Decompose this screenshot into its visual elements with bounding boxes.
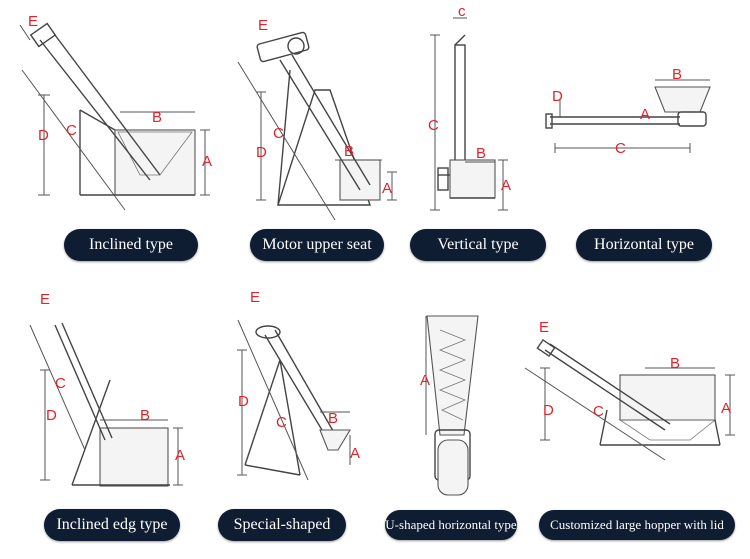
label-e: E bbox=[258, 17, 268, 34]
label-a: A bbox=[382, 180, 392, 197]
label-b: B bbox=[152, 109, 162, 126]
diagram-customized-large-hopper: E B D C A Customized large hopper with l… bbox=[524, 280, 750, 540]
label-e: E bbox=[250, 289, 260, 306]
diagram-motor-upper-seat: E B C D A Motor upper seat bbox=[220, 0, 410, 261]
label-d: D bbox=[38, 127, 49, 144]
label-e: E bbox=[40, 291, 50, 308]
label-c: C bbox=[66, 122, 77, 139]
label-e: E bbox=[539, 319, 549, 336]
label-c: C bbox=[276, 414, 287, 431]
caption-motor-upper-seat: Motor upper seat bbox=[250, 229, 384, 261]
diagram-vertical-type: c C B A Vertical type bbox=[410, 0, 560, 261]
label-a: A bbox=[420, 372, 430, 389]
label-a: A bbox=[175, 447, 185, 464]
label-a: A bbox=[501, 177, 511, 194]
label-c: C bbox=[428, 117, 439, 134]
vertical-type-drawing: c C B A bbox=[428, 3, 511, 211]
label-a: A bbox=[640, 106, 650, 123]
hopper-frame bbox=[114, 129, 196, 196]
caption-customized-large-hopper: Customized large hopper with lid bbox=[539, 510, 735, 540]
inclined-type-drawing: E B C D A bbox=[19, 13, 212, 211]
special-shaped-drawing: E D C B A bbox=[237, 289, 360, 481]
inclined-edg-type-drawing: E C D B A bbox=[29, 291, 185, 487]
horizontal-type-drawing: B D A C bbox=[545, 66, 711, 157]
u-shaped-horizontal-drawing: A bbox=[420, 315, 479, 496]
label-b: B bbox=[670, 355, 680, 372]
label-b: B bbox=[140, 407, 150, 424]
caption-u-shaped-horizontal-type: U-shaped horizontal type bbox=[385, 510, 517, 540]
label-d: D bbox=[552, 88, 563, 105]
label-e: E bbox=[28, 13, 38, 30]
label-c: C bbox=[55, 375, 66, 392]
label-b: B bbox=[476, 145, 486, 162]
diagram-special-shaped: E D C B A Special-shaped bbox=[210, 280, 390, 541]
label-a: A bbox=[350, 445, 360, 462]
label-d: D bbox=[238, 393, 249, 410]
label-a: A bbox=[202, 153, 212, 170]
label-d: D bbox=[256, 144, 267, 161]
label-c: C bbox=[273, 125, 284, 142]
large-hopper-drawing: E B D C A bbox=[524, 319, 735, 461]
diagram-inclined-edg-type: E C D B A Inclined edg type bbox=[0, 280, 210, 541]
caption-inclined-type: Inclined type bbox=[64, 229, 198, 261]
label-c-top: c bbox=[458, 3, 466, 20]
motor-upper-seat-drawing: E B C D A bbox=[237, 17, 397, 221]
caption-inclined-edg-type: Inclined edg type bbox=[44, 509, 180, 541]
caption-vertical-type: Vertical type bbox=[410, 229, 546, 261]
diagram-inclined-type: E B C D A Inclined type bbox=[0, 0, 220, 261]
label-a: A bbox=[721, 400, 731, 417]
diagram-u-shaped-horizontal-type: A U-shaped horizontal type bbox=[385, 280, 525, 540]
label-d: D bbox=[543, 402, 554, 419]
label-b: B bbox=[344, 143, 354, 160]
caption-horizontal-type: Horizontal type bbox=[576, 229, 712, 261]
label-c: C bbox=[593, 403, 604, 420]
label-b: B bbox=[328, 410, 338, 427]
caption-special-shaped: Special-shaped bbox=[218, 509, 346, 541]
label-b: B bbox=[672, 66, 682, 83]
label-d: D bbox=[46, 407, 57, 424]
diagram-horizontal-type: B D A C Horizontal type bbox=[545, 0, 750, 261]
label-c: C bbox=[615, 140, 626, 157]
